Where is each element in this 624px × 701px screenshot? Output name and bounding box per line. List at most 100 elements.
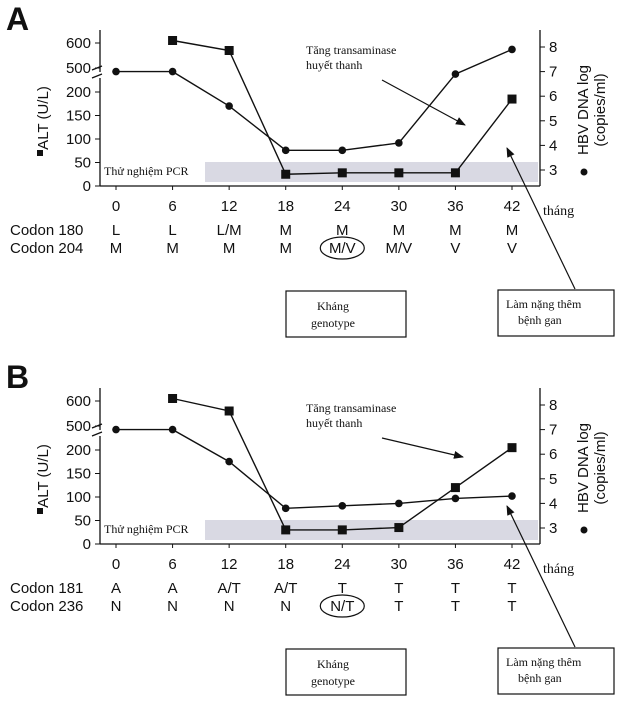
right-tick-label: 5 — [549, 471, 557, 488]
resistance-circle — [319, 236, 365, 260]
x-tick-label: 6 — [168, 198, 176, 215]
panel-label: B — [6, 359, 29, 395]
alt-point — [450, 483, 460, 493]
worsening-text-line2: bệnh gan — [518, 671, 562, 685]
left-axis-label: ALT (U/L) — [35, 86, 52, 150]
codon-value: M — [279, 240, 292, 257]
left-tick-label: 200 — [66, 442, 91, 459]
codon-value: T — [394, 580, 403, 597]
right-axis-label: HBV DNA log — [575, 423, 592, 513]
alt-point — [450, 168, 460, 178]
codon-value: N — [111, 598, 122, 615]
codon-value: A — [168, 580, 178, 597]
x-axis-label: tháng — [543, 204, 574, 219]
codon-value: M — [166, 240, 179, 257]
codon-row-label: Codon 236 — [10, 598, 83, 615]
panel-label: A — [6, 1, 29, 37]
worsening-box — [497, 289, 615, 337]
worsening-box — [497, 647, 615, 695]
right-tick-label: 7 — [549, 64, 557, 81]
dna-point — [508, 492, 516, 500]
left-tick-label: 600 — [66, 393, 91, 410]
alt-point — [337, 525, 347, 535]
left-tick-label: 150 — [66, 108, 91, 125]
codon-value: M — [336, 222, 349, 239]
resistance-text-line2: genotype — [311, 674, 355, 688]
codon-value: M — [223, 240, 236, 257]
codon-value: T — [338, 580, 347, 597]
codon-value: L — [112, 222, 120, 239]
codon-value: A/T — [274, 580, 297, 597]
codon-value: A/T — [217, 580, 240, 597]
transaminase-text-line2: huyết thanh — [306, 58, 362, 72]
left-tick-label: 500 — [66, 418, 91, 435]
dna-series-line — [116, 48, 513, 152]
codon-value: N — [167, 598, 178, 615]
left-tick-label: 100 — [66, 131, 91, 148]
x-tick-label: 12 — [221, 556, 238, 573]
alt-point — [507, 443, 517, 453]
pcr-band — [205, 520, 538, 540]
x-tick-label: 12 — [221, 198, 238, 215]
left-axis-square-marker — [37, 150, 43, 156]
left-tick-label: 0 — [83, 536, 91, 553]
right-axis-circle-marker — [580, 168, 588, 176]
left-tick-label: 50 — [74, 513, 91, 530]
dna-point — [338, 146, 347, 155]
codon-value: N/T — [330, 598, 354, 615]
resistance-text-line1: Kháng — [317, 657, 349, 671]
alt-point — [168, 394, 178, 403]
right-tick-label: 6 — [549, 446, 557, 463]
right-tick-label: 5 — [549, 113, 557, 130]
codon-value: M/V — [386, 240, 413, 257]
transaminase-text-line1: Tăng transaminase — [306, 43, 396, 57]
dna-point — [168, 67, 177, 76]
left-tick-label: 500 — [66, 60, 91, 77]
alt-point — [394, 523, 404, 533]
right-tick-label: 6 — [549, 88, 557, 105]
right-axis-label-unit: (copies/ml) — [592, 73, 609, 146]
right-tick-label: 8 — [549, 39, 557, 56]
codon-value: L — [168, 222, 176, 239]
dna-point — [451, 494, 460, 503]
x-tick-label: 42 — [504, 556, 521, 573]
codon-value: V — [450, 240, 460, 257]
resistance-box — [285, 648, 407, 696]
right-tick-label: 7 — [549, 422, 557, 439]
left-axis-square-marker — [37, 508, 43, 514]
codon-value: T — [394, 598, 403, 615]
alt-point — [224, 406, 234, 416]
pcr-label: Thử nghiệm PCR — [104, 522, 189, 536]
right-tick-label: 3 — [549, 162, 557, 179]
codon-value: M — [506, 222, 519, 239]
dna-series-line — [116, 428, 513, 510]
resistance-circle — [319, 594, 365, 618]
codon-row-label: Codon 204 — [10, 240, 83, 257]
alt-point — [281, 169, 291, 179]
transaminase-box — [300, 398, 438, 436]
dna-point — [395, 499, 403, 508]
resistance-box — [285, 290, 407, 338]
alt-point — [337, 168, 347, 178]
right-axis-label: HBV DNA log — [575, 65, 592, 155]
left-tick-label: 600 — [66, 35, 91, 52]
right-tick-label: 4 — [549, 495, 557, 512]
codon-value: A — [111, 580, 121, 597]
left-tick-label: 50 — [74, 155, 91, 172]
x-tick-label: 0 — [112, 198, 120, 215]
alt-point — [507, 94, 517, 104]
left-tick-label: 200 — [66, 84, 91, 101]
right-tick-label: 3 — [549, 520, 557, 537]
right-axis-circle-marker — [580, 526, 588, 534]
dna-point — [338, 502, 347, 510]
codon-value: N — [224, 598, 235, 615]
left-axis-label: ALT (U/L) — [35, 444, 52, 508]
worsening-arrow — [506, 505, 576, 648]
codon-value: M — [110, 240, 123, 257]
worsening-text-line1: Làm nặng thêm — [506, 297, 582, 311]
right-axis-label-unit: (copies/ml) — [592, 431, 609, 504]
codon-value: M — [393, 222, 406, 239]
